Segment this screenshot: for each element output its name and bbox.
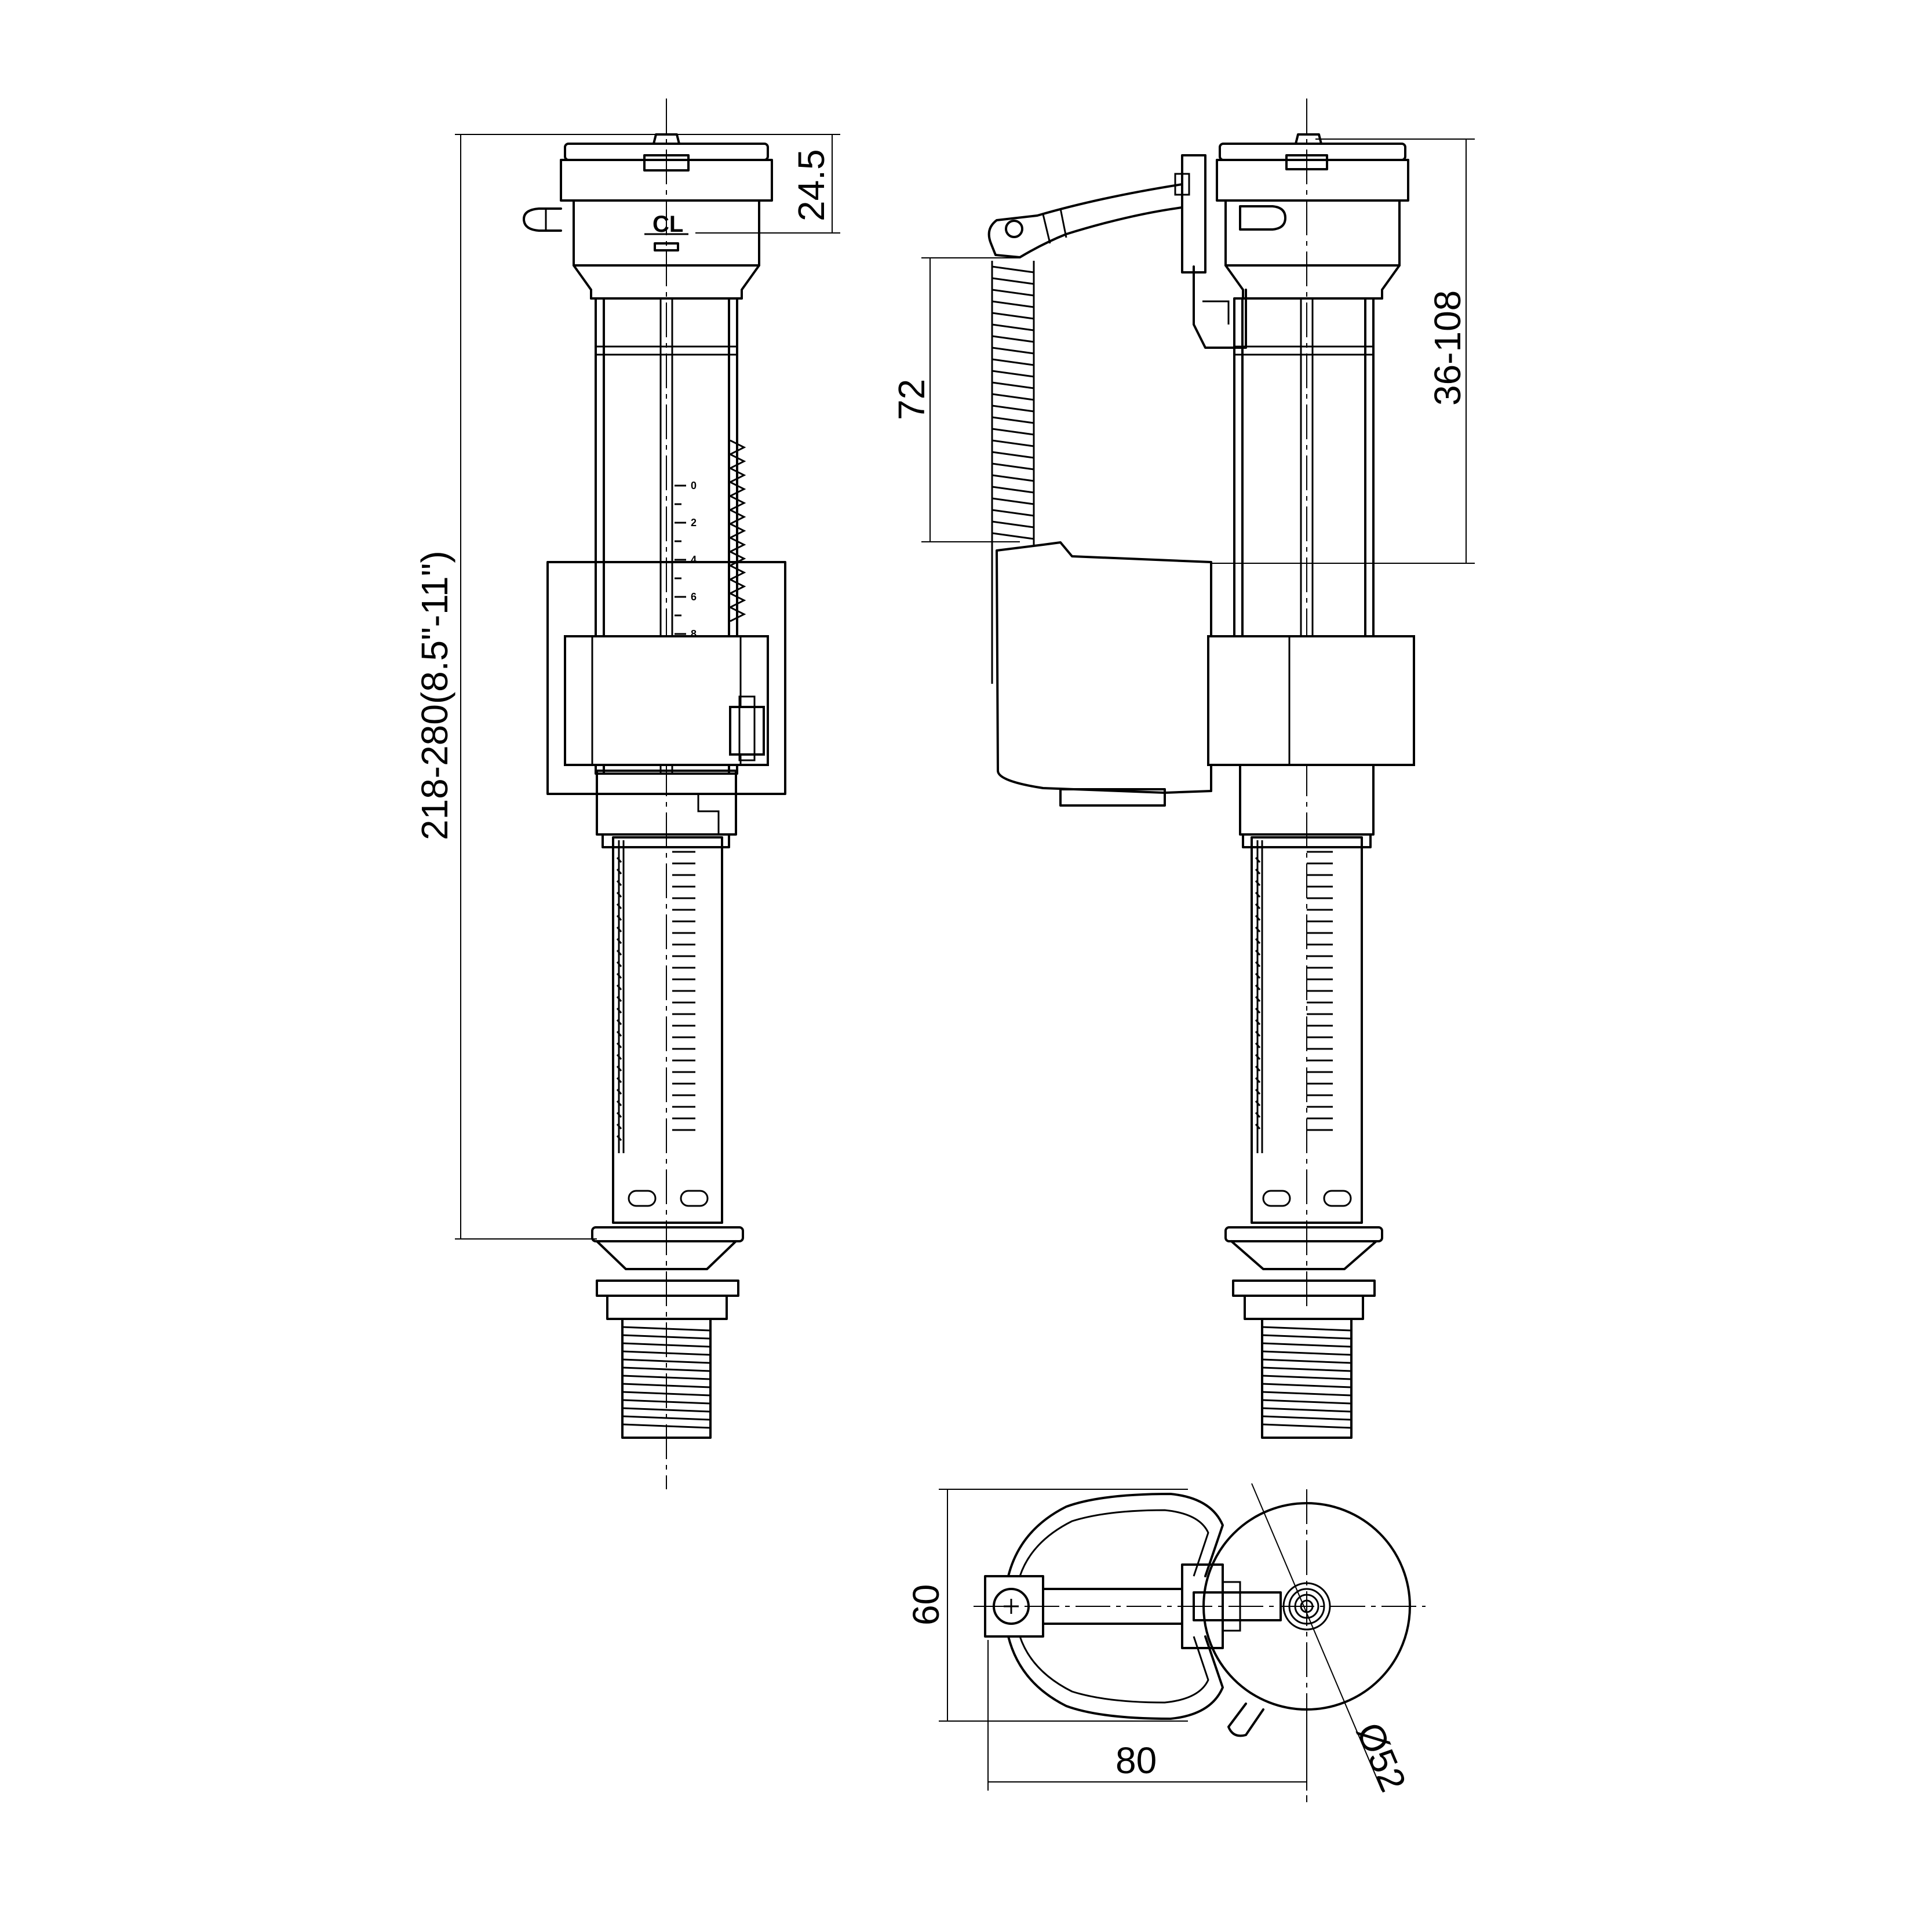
adjust-range-label: 36-108 <box>1427 290 1468 406</box>
float-spring <box>991 261 1035 684</box>
adjustment-scale: 0 2 4 6 8 <box>675 480 697 640</box>
overall-height-label: 218-280(8.5"-11") <box>414 551 455 840</box>
front-view: 0 2 4 6 8 <box>523 99 786 1489</box>
cap-height-label: 24.5 <box>790 149 832 221</box>
side-view-dimensions: 72 36-108 <box>891 138 1475 564</box>
plan-width-label: 60 <box>905 1584 947 1625</box>
float-travel-label: 72 <box>891 379 932 420</box>
plan-view-dimensions: 60 80 Ø52 <box>905 1489 1415 1798</box>
centerline-mark: CL <box>652 212 683 237</box>
cap-diameter-label: Ø52 <box>1348 1716 1415 1797</box>
scale-number-2: 2 <box>691 517 697 528</box>
scale-number-4: 4 <box>691 554 697 566</box>
side-view <box>987 99 1415 1439</box>
plan-length-label: 80 <box>1116 1740 1157 1781</box>
scale-number-6: 6 <box>691 591 697 603</box>
front-view-dimensions: 218-280(8.5"-11") 24.5 <box>414 134 840 1240</box>
scale-number-0: 0 <box>691 480 697 491</box>
scale-number-8: 8 <box>691 628 697 640</box>
centerline-label: CL <box>652 212 683 237</box>
plan-view <box>974 1483 1426 1802</box>
